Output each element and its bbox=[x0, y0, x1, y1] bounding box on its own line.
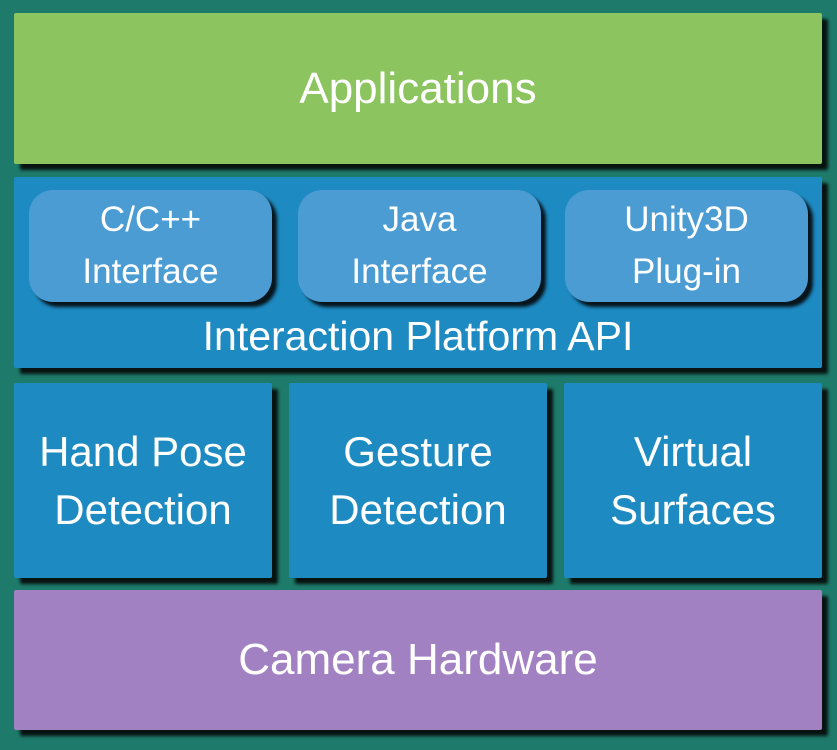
interface-unity3d-label-line2: Plug-in bbox=[632, 252, 741, 291]
module-gesture-detection: Gesture Detection bbox=[289, 383, 547, 578]
virtual-surfaces-label-line1: Virtual bbox=[633, 427, 753, 475]
module-virtual-surfaces: Virtual Surfaces bbox=[564, 383, 822, 578]
interface-box-java: Java Interface bbox=[298, 190, 541, 302]
interface-unity3d-label-line1: Unity3D bbox=[624, 199, 749, 239]
interface-c-cpp-label-line1: C/C++ bbox=[99, 199, 202, 239]
layer-applications: Applications bbox=[14, 13, 822, 164]
applications-label: Applications bbox=[299, 63, 537, 113]
camera-hardware-label: Camera Hardware bbox=[238, 635, 598, 684]
interface-c-cpp-label-line2: Interface bbox=[82, 252, 219, 291]
layer-camera-hardware: Camera Hardware bbox=[14, 590, 822, 730]
gesture-label-line1: Gesture bbox=[343, 427, 493, 475]
interface-box-c-cpp: C/C++ Interface bbox=[29, 190, 272, 302]
interface-box-unity3d-plugin: Unity3D Plug-in bbox=[565, 190, 808, 302]
hand-pose-label-line2: Detection bbox=[54, 485, 232, 533]
layer-interaction-platform-api: C/C++ Interface Java Interface Unity3D P… bbox=[14, 177, 822, 368]
module-hand-pose-detection: Hand Pose Detection bbox=[14, 383, 272, 578]
virtual-surfaces-label-line2: Surfaces bbox=[610, 485, 776, 533]
interface-java-label-line2: Interface bbox=[351, 252, 488, 291]
gesture-label-line2: Detection bbox=[329, 485, 507, 533]
interaction-platform-api-label: Interaction Platform API bbox=[202, 313, 634, 359]
interface-java-label-line1: Java bbox=[382, 199, 457, 239]
hand-pose-label-line1: Hand Pose bbox=[39, 427, 247, 475]
